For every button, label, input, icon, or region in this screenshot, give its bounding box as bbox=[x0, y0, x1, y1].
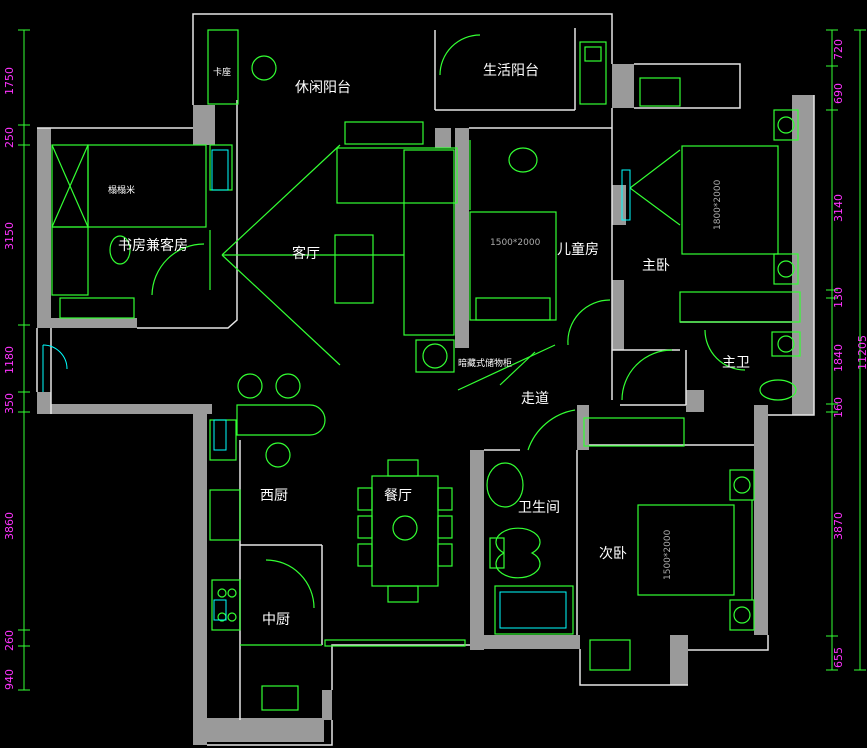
label-second-bed: 1500*2000 bbox=[663, 529, 673, 580]
left-dimension-chain bbox=[18, 29, 30, 691]
dim-right-total: 11205 bbox=[856, 335, 867, 370]
furniture bbox=[51, 29, 801, 711]
label-leisure-balcony: 休闲阳台 bbox=[295, 80, 351, 96]
label-master-bed: 1800*2000 bbox=[713, 179, 723, 230]
dim-right-6: 160 bbox=[832, 397, 845, 418]
dim-right-7: 3870 bbox=[832, 512, 845, 540]
dim-right-8: 655 bbox=[832, 647, 845, 668]
dim-right-3: 3140 bbox=[832, 194, 845, 222]
label-living: 客厅 bbox=[292, 245, 320, 262]
room-labels: 休闲阳台 生活阳台 书房兼客房 榻榻米 卡座 客厅 儿童房 主卧 主卫 走道 暗… bbox=[108, 63, 750, 628]
label-concealed-cabinet: 暗藏式储物柜 bbox=[458, 357, 512, 369]
right-dimension-chain bbox=[826, 29, 866, 671]
dim-right-1: 720 bbox=[832, 39, 845, 60]
dim-left-6: 3860 bbox=[3, 512, 16, 540]
label-children-bed: 1500*2000 bbox=[490, 238, 541, 248]
dim-left-5: 350 bbox=[3, 393, 16, 414]
dim-left-3: 3150 bbox=[3, 222, 16, 250]
label-master-bath: 主卫 bbox=[722, 355, 750, 371]
label-study-guest: 书房兼客房 bbox=[118, 237, 188, 254]
label-cabinet: 卡座 bbox=[213, 66, 231, 78]
label-dining: 餐厅 bbox=[384, 488, 412, 504]
bed-labels: 1500*2000 1800*2000 1500*2000 bbox=[490, 179, 723, 580]
dim-left-1: 1750 bbox=[3, 67, 16, 95]
dim-left-4: 1180 bbox=[3, 346, 16, 374]
dim-right-2: 690 bbox=[832, 83, 845, 104]
label-western-kitchen: 西厨 bbox=[260, 488, 288, 504]
dim-left-8: 940 bbox=[3, 669, 16, 690]
label-master: 主卧 bbox=[642, 258, 670, 274]
dim-right-5: 1840 bbox=[832, 344, 845, 372]
label-second-bedroom: 次卧 bbox=[599, 546, 627, 562]
label-hall: 走道 bbox=[521, 391, 549, 407]
label-tatami: 榻榻米 bbox=[108, 184, 135, 196]
walls bbox=[37, 64, 814, 745]
label-service-balcony: 生活阳台 bbox=[483, 63, 539, 79]
left-dimension-labels: 1750 250 3150 1180 350 3860 260 940 bbox=[3, 67, 16, 690]
fixtures bbox=[42, 149, 631, 629]
label-children: 儿童房 bbox=[557, 241, 599, 258]
label-bathroom: 卫生间 bbox=[518, 500, 560, 516]
wall-outlines bbox=[36, 13, 815, 746]
dim-left-2: 250 bbox=[3, 127, 16, 148]
right-dimension-labels: 720 690 3140 130 1840 160 3870 655 11205 bbox=[832, 39, 867, 668]
label-chinese-kitchen: 中厨 bbox=[262, 612, 290, 628]
dim-right-4: 130 bbox=[832, 287, 845, 308]
dim-left-7: 260 bbox=[3, 630, 16, 651]
